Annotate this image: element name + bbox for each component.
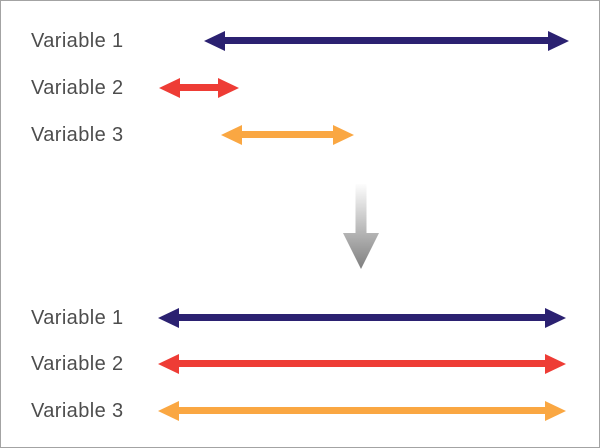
arrow-shaft	[174, 407, 550, 414]
arrow-right-head-icon	[545, 354, 566, 374]
variable-label: Variable 1	[31, 30, 124, 52]
arrow-right-head-icon	[545, 308, 566, 328]
down-arrow-icon	[343, 184, 379, 269]
arrow-left-head-icon	[221, 125, 242, 145]
variable-row: Variable 2	[1, 77, 599, 99]
variable-label: Variable 1	[31, 307, 124, 329]
arrow-left-head-icon	[204, 31, 225, 51]
arrow-left-head-icon	[158, 308, 179, 328]
arrow-shaft	[174, 360, 550, 367]
arrow-shaft	[174, 314, 550, 321]
range-arrow	[158, 353, 566, 375]
range-arrow	[158, 307, 566, 329]
variable-row: Variable 2	[1, 353, 599, 375]
variable-label: Variable 2	[31, 77, 124, 99]
arrow-right-head-icon	[333, 125, 354, 145]
arrow-right-head-icon	[545, 401, 566, 421]
range-arrow	[158, 400, 566, 422]
arrow-shaft	[237, 131, 338, 138]
arrow-shaft	[220, 37, 553, 44]
variable-label: Variable 3	[31, 400, 124, 422]
variable-row: Variable 1	[1, 30, 599, 52]
variable-row: Variable 3	[1, 400, 599, 422]
range-arrow	[221, 124, 354, 146]
variable-row: Variable 1	[1, 307, 599, 329]
variable-label: Variable 3	[31, 124, 124, 146]
arrow-left-head-icon	[159, 78, 180, 98]
arrow-left-head-icon	[158, 401, 179, 421]
range-arrow	[159, 77, 239, 99]
arrow-left-head-icon	[158, 354, 179, 374]
arrow-right-head-icon	[218, 78, 239, 98]
arrow-right-head-icon	[548, 31, 569, 51]
variable-row: Variable 3	[1, 124, 599, 146]
variable-label: Variable 2	[31, 353, 124, 375]
range-arrow	[204, 30, 569, 52]
arrow-shaft	[175, 84, 223, 91]
